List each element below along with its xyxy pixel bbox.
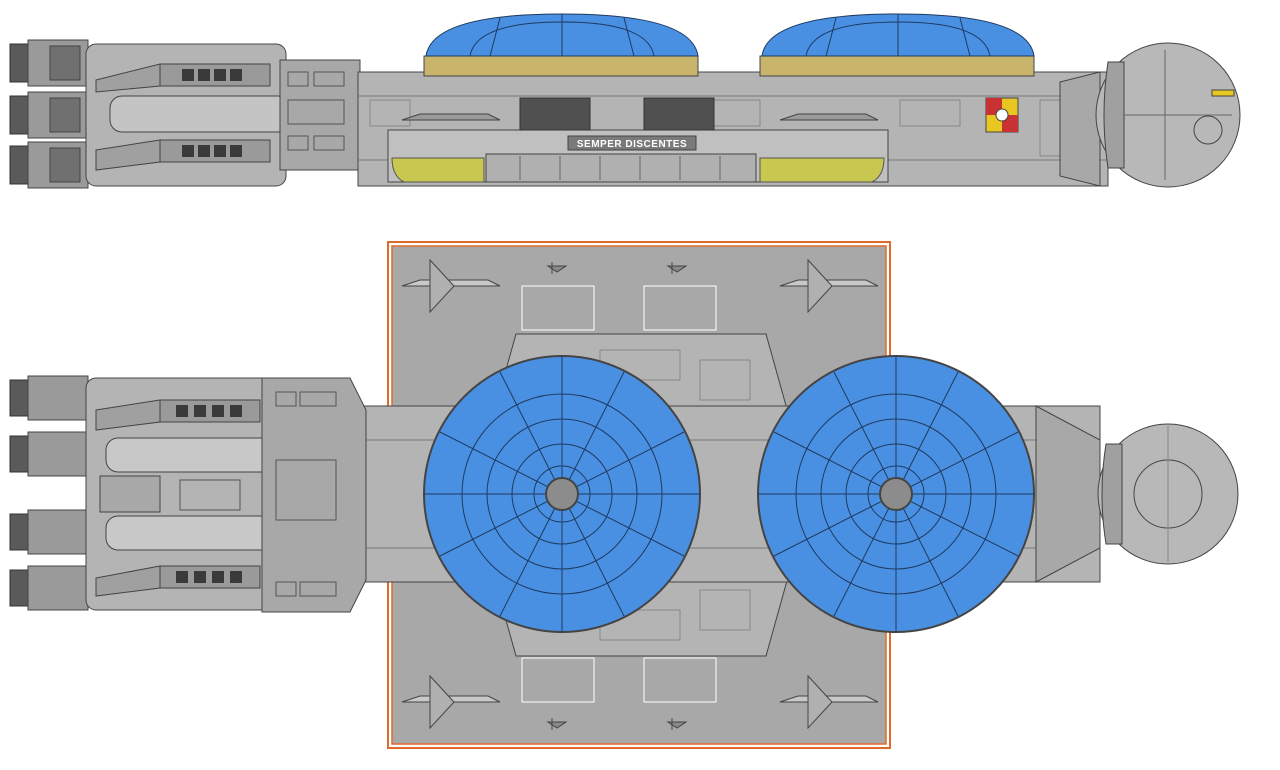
top-engine-block [85, 377, 367, 613]
top-domes [423, 355, 1035, 633]
dome [757, 355, 1035, 633]
dome [759, 13, 1035, 77]
crest-emblem [985, 97, 1019, 133]
small-craft [666, 718, 688, 730]
deck-fighters [401, 258, 879, 730]
docked-fighter [401, 113, 501, 121]
small-craft [546, 718, 568, 730]
deck-fighter [401, 674, 501, 730]
side-hangar-module: SEMPER DISCENTES [387, 97, 889, 183]
side-view: SEMPER DISCENTES [9, 13, 1241, 189]
top-bow-sphere [1097, 423, 1239, 565]
side-bow-sphere [1095, 42, 1241, 188]
docked-fighter [779, 113, 879, 121]
top-engines [9, 375, 89, 611]
engine-nozzle [9, 565, 89, 611]
side-engines [9, 39, 89, 189]
engine-nozzle [9, 509, 89, 555]
side-domes [423, 13, 1035, 77]
engine-nozzle [9, 375, 89, 421]
deck-fighter [401, 258, 501, 314]
dome [423, 13, 699, 77]
side-engine-block [85, 43, 361, 187]
small-craft [666, 262, 688, 274]
engine-nozzle [9, 431, 89, 477]
engine-nozzle [9, 141, 89, 189]
engine-nozzle [9, 39, 89, 87]
deck-fighter [779, 258, 879, 314]
top-view [9, 241, 1239, 749]
dome [423, 355, 701, 633]
engine-nozzle [9, 91, 89, 139]
deck-fighter [779, 674, 879, 730]
hull-name-text: SEMPER DISCENTES [577, 139, 687, 150]
small-craft [546, 262, 568, 274]
